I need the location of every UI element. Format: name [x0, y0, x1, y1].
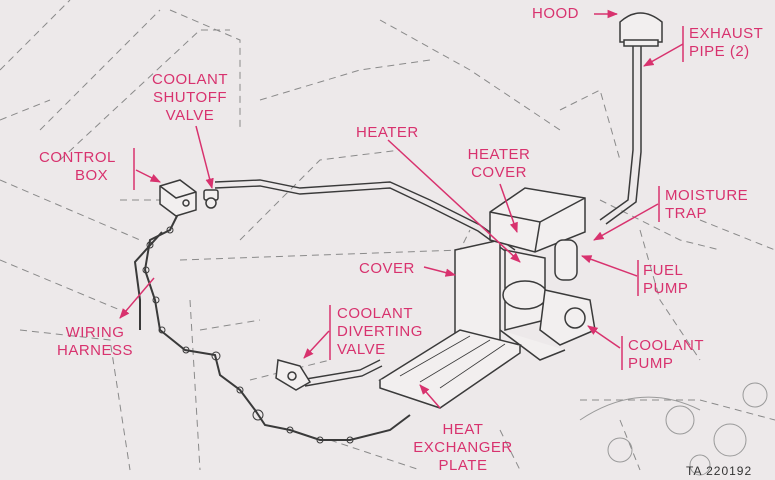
heat-exchanger-plate-label: HEAT EXCHANGER PLATE: [408, 421, 518, 475]
wiring-beads: [142, 226, 354, 444]
label-line: EXCHANGER: [413, 439, 513, 456]
label-line: PUMP: [628, 355, 674, 372]
shutoff-valve-part: [203, 189, 219, 209]
label-line: BOX: [75, 167, 109, 184]
hood-label: HOOD: [532, 5, 579, 23]
label-line: HEATER: [356, 124, 419, 141]
label-line: HOOD: [532, 5, 579, 22]
control-box-label: CONTROL BOX: [39, 149, 116, 185]
fuel-pump-label: FUEL PUMP: [643, 262, 688, 298]
label-line: COVER: [471, 164, 527, 181]
figure-code: TA 220192: [686, 464, 753, 478]
track-texture: [579, 382, 768, 476]
label-line: HEATER: [467, 146, 531, 163]
label-line: COOLANT: [337, 305, 414, 322]
wiring-harness-cable: [133, 209, 411, 441]
wiring-harness-label: WIRING HARNESS: [50, 324, 140, 360]
label-line: EXHAUST: [689, 25, 764, 42]
label-line: SHUTOFF: [152, 89, 228, 106]
exhaust-assembly: [599, 12, 663, 225]
heater-label: HEATER: [356, 124, 419, 142]
coolant-diverting-valve-label: COOLANT DIVERTING VALVE: [337, 305, 423, 359]
label-line: DIVERTING: [337, 323, 423, 340]
label-line: COOLANT: [628, 337, 705, 354]
label-line: VALVE: [337, 341, 386, 358]
label-line: CONTROL: [39, 149, 116, 166]
label-line: MOISTURE: [665, 187, 749, 204]
moisture-trap-label: MOISTURE TRAP: [665, 187, 748, 223]
label-line: VALVE: [165, 107, 215, 124]
label-line: WIRING: [65, 324, 125, 341]
heater-cover-label: HEATER COVER: [464, 146, 534, 182]
label-line: FUEL: [643, 262, 684, 279]
diverting-valve-part: [275, 359, 312, 391]
label-line: PIPE (2): [689, 43, 750, 60]
leader-arrows: [119, 9, 684, 409]
label-line: COVER: [359, 260, 415, 277]
label-line: PLATE: [438, 457, 488, 474]
label-line: TRAP: [665, 205, 708, 222]
exhaust-pipe-label: EXHAUST PIPE (2): [689, 25, 763, 61]
label-line: HARNESS: [56, 342, 134, 359]
coolant-shutoff-valve-label: COOLANT SHUTOFF VALVE: [140, 71, 240, 125]
label-line: HEAT: [442, 421, 484, 438]
label-line: PUMP: [643, 280, 689, 297]
coolant-pump-label: COOLANT PUMP: [628, 337, 704, 373]
heater-assembly: [454, 187, 596, 361]
label-line: COOLANT: [151, 71, 228, 88]
control-box-part: [159, 179, 197, 217]
cover-label: COVER: [359, 260, 415, 278]
